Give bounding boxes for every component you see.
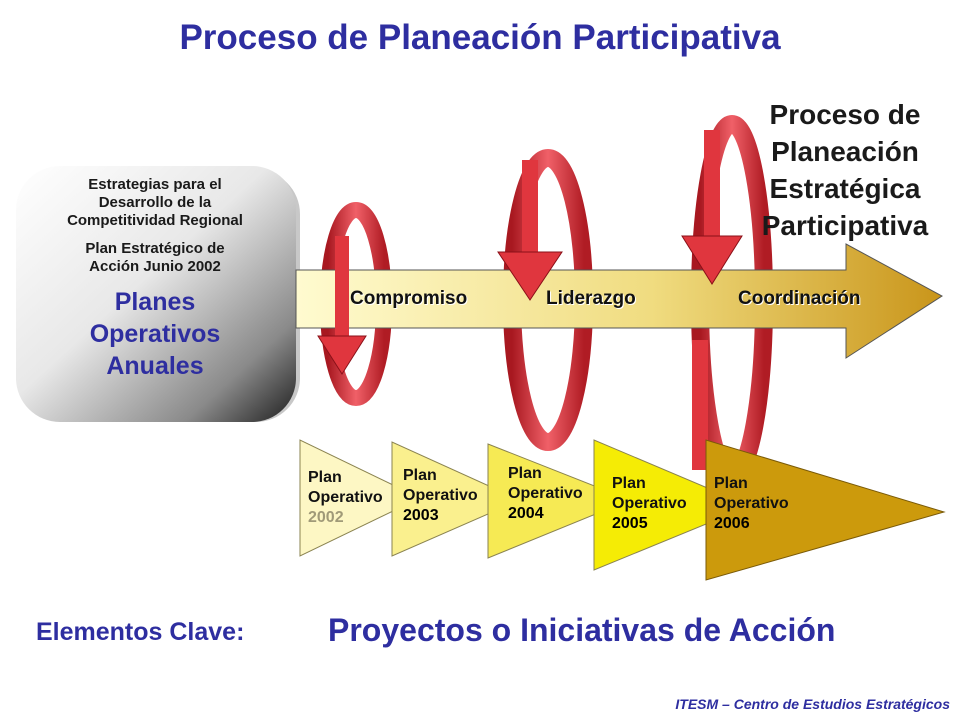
plan-year: 2006 — [714, 515, 750, 532]
loop-2-arrowhead — [497, 251, 563, 301]
plan-label-line: Operativo — [508, 485, 583, 502]
plan-label-line: Operativo — [403, 487, 478, 504]
red-loops-front — [317, 130, 743, 470]
arrow-label-coordinacion: Coordinación — [738, 288, 861, 309]
plan-arrows — [299, 439, 946, 581]
strategy-line: Desarrollo de la — [98, 194, 212, 211]
plan-label-line: Plan — [714, 475, 748, 492]
plan-label-2006: Plan Operativo 2006 — [714, 474, 834, 534]
plan-label-line: Operativo — [612, 495, 687, 512]
plan-arrow-2006 — [705, 439, 946, 581]
footer-credit: ITESM – Centro de Estudios Estratégicos — [675, 696, 950, 712]
right-title-line: Planeación — [771, 136, 919, 167]
plan-arrow-2003 — [391, 441, 522, 557]
left-box-text: Estrategias para el Desarrollo de la Com… — [20, 176, 290, 382]
plan-year: 2003 — [403, 507, 439, 524]
plan-year: 2004 — [508, 505, 544, 522]
plan-label-2003: Plan Operativo 2003 — [403, 466, 495, 526]
key-elements-label: Elementos Clave: — [36, 618, 245, 646]
plan-label-line: Plan — [403, 467, 437, 484]
strategy-line: Estrategias para el — [88, 176, 222, 193]
right-title-line: Participativa — [761, 210, 929, 241]
plan-label-2004: Plan Operativo 2004 — [508, 464, 600, 524]
plan-arrow-2004 — [487, 443, 632, 559]
page-title: Proceso de Planeación Participativa — [179, 18, 781, 57]
right-title: Proceso de Planeación Estratégica Partic… — [730, 96, 960, 244]
plan-year: 2005 — [612, 515, 648, 532]
plan-label-2002: Plan Operativo 2002 — [308, 468, 398, 528]
plan-line: Plan Estratégico de — [85, 240, 225, 257]
annual-plans-line: Anuales — [106, 352, 204, 380]
right-title-line: Estratégica — [769, 173, 921, 204]
annual-plans-line: Planes — [114, 288, 196, 316]
main-arrow — [295, 243, 943, 359]
arrow-label-compromiso: Compromiso — [350, 288, 468, 309]
plan-label-line: Plan — [612, 475, 646, 492]
plan-label-2005: Plan Operativo 2005 — [612, 474, 712, 534]
plan-year: 2002 — [308, 509, 344, 526]
plan-label-line: Plan — [508, 465, 542, 482]
plan-line: Acción Junio 2002 — [89, 258, 221, 275]
plan-arrow-2005 — [593, 439, 752, 571]
plan-arrow-2002 — [299, 439, 422, 557]
strategy-line: Competitividad Regional — [67, 212, 243, 229]
right-title-line: Proceso de — [769, 99, 921, 130]
plan-label-line: Operativo — [308, 489, 383, 506]
left-box — [16, 166, 296, 422]
loop-1-arrowhead — [317, 335, 367, 375]
annual-plans-line: Operativos — [89, 320, 221, 348]
arrow-label-liderazgo: Liderazgo — [546, 288, 636, 309]
loop-3-arrowhead — [681, 235, 743, 285]
plan-label-line: Operativo — [714, 495, 789, 512]
key-elements-value: Proyectos o Iniciativas de Acción — [328, 612, 836, 648]
plan-label-line: Plan — [308, 469, 342, 486]
